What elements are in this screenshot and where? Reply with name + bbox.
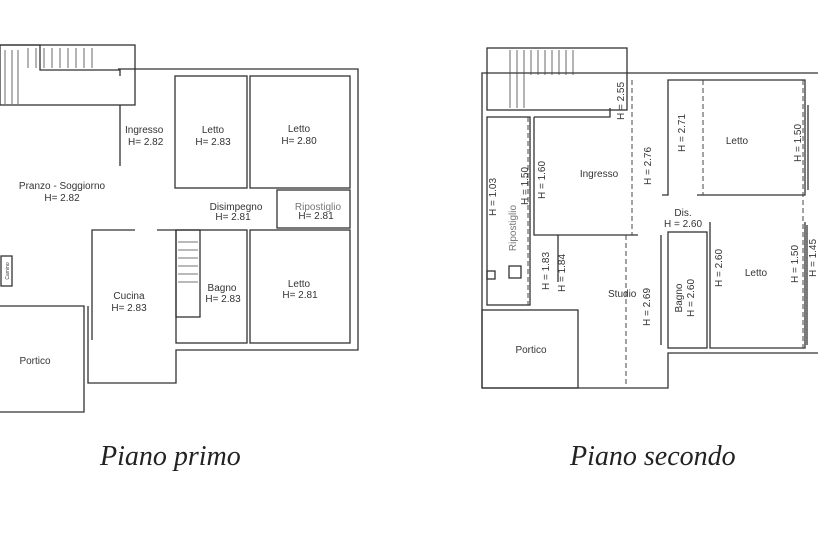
height-label: H = 2.69 [642, 288, 653, 327]
height-label: H = 1.83 [541, 252, 552, 291]
room-label: Letto [202, 125, 225, 136]
room-height: H= 2.83 [195, 137, 231, 148]
height-label: H = 1.50 [793, 124, 804, 163]
height-label: H = 1.45 [808, 239, 818, 278]
plan-piano-primo: Ingresso H= 2.82 Letto H= 2.83 Letto H= … [0, 44, 359, 472]
room-label: Letto [288, 124, 311, 135]
room-label: Bagno [674, 283, 685, 312]
room-label: Dis. [674, 208, 691, 219]
height-label: H = 2.71 [677, 114, 688, 153]
height-label: H = 1.84 [557, 254, 568, 293]
height-label: H = 2.76 [643, 147, 654, 186]
height-label: H = 2.60 [714, 249, 725, 288]
room-label: Letto [288, 279, 311, 290]
caption-piano-secondo: Piano secondo [569, 441, 736, 472]
room-label: Bagno [208, 283, 237, 294]
walls [0, 44, 359, 413]
room-height: H= 2.83 [111, 303, 147, 314]
room-label: Portico [19, 356, 51, 367]
room-label: Ripostiglio [508, 204, 519, 251]
room-label: Cucina [113, 291, 145, 302]
room-height: H= 2.83 [205, 294, 241, 305]
room-height: H= 2.80 [281, 136, 317, 147]
room-height: H= 2.81 [298, 211, 334, 222]
plan-piano-secondo: Ingresso Letto Letto Ripostiglio Dis. H … [481, 47, 818, 472]
room-label: Ripostiglio [295, 202, 342, 213]
height-label: H = 1.03 [488, 178, 499, 217]
room-height: H= 2.82 [128, 137, 164, 148]
fixture-label: Camino [5, 262, 11, 279]
caption-piano-primo: Piano primo [99, 441, 241, 472]
room-height: H = 2.60 [686, 279, 697, 318]
room-label: Ingresso [125, 125, 164, 136]
room-height: H= 2.81 [282, 290, 318, 301]
room-height: H= 2.82 [44, 193, 80, 204]
room-label: Letto [745, 268, 768, 279]
height-label: H = 1.50 [520, 167, 531, 206]
dashed-lines [527, 80, 804, 385]
walls [481, 47, 818, 389]
height-label: H = 1.50 [790, 245, 801, 284]
room-height: H = 2.60 [664, 219, 703, 230]
height-label: H = 2.55 [616, 82, 627, 121]
height-label: H = 1.60 [537, 161, 548, 200]
room-label: Disimpegno [210, 202, 263, 213]
room-label: Ingresso [580, 169, 619, 180]
room-height: H= 2.81 [215, 212, 251, 223]
room-label: Studio [608, 289, 637, 300]
room-label: Pranzo - Soggiorno [19, 181, 106, 192]
room-label: Portico [515, 345, 547, 356]
room-label: Letto [726, 136, 749, 147]
